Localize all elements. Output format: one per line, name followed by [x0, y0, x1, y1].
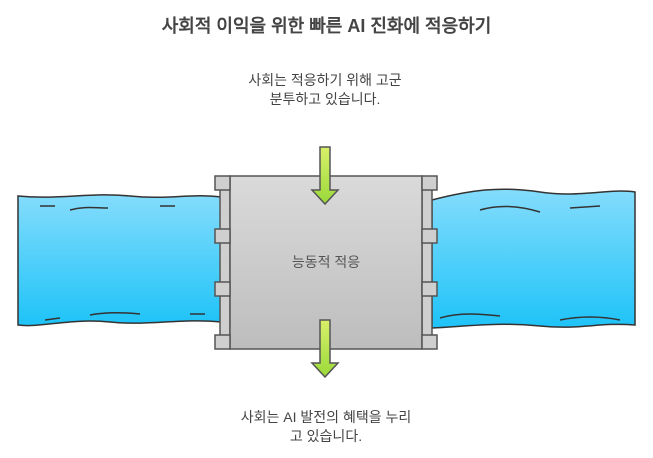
- bottom-label: 사회는 AI 발전의 혜택을 누리고 있습니다.: [240, 409, 412, 444]
- center-label: 능동적 적응: [291, 254, 361, 270]
- arrow-down-bottom-icon: [310, 319, 340, 379]
- arrow-down-top-icon: [310, 146, 340, 206]
- diagram-title: 사회적 이익을 위한 빠른 AI 진화에 적응하기: [161, 16, 492, 36]
- top-label: 사회는 적응하기 위해 고군분투하고 있습니다.: [248, 72, 402, 107]
- water-right: [431, 188, 636, 329]
- water-left: [17, 194, 223, 327]
